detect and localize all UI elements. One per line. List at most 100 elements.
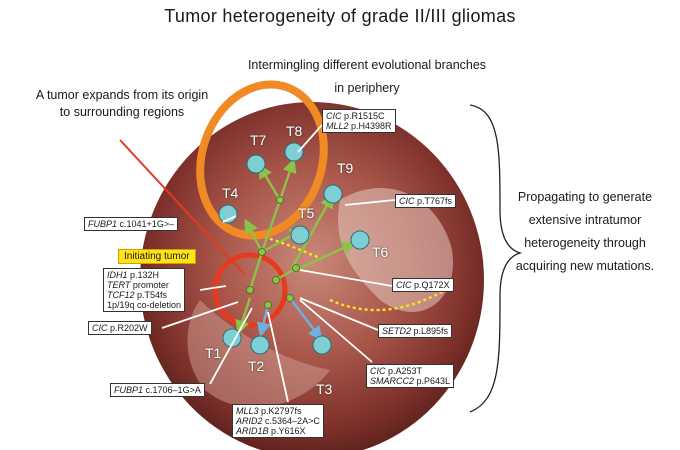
gene-setd2: SETD2 bbox=[382, 326, 412, 336]
gene-smarcc2: SMARCC2 bbox=[370, 376, 415, 386]
region-dot-t3 bbox=[312, 335, 332, 355]
origin-ring bbox=[212, 252, 288, 328]
side-note-line3: heterogeneity through bbox=[524, 236, 646, 250]
variant: c.5364–2A>C bbox=[265, 416, 320, 426]
side-note-line1: Propagating to generate bbox=[517, 190, 653, 204]
region-label-t3: T3 bbox=[316, 381, 333, 397]
leader-line bbox=[209, 307, 253, 385]
expands-note: A tumor expands from its origin to surro… bbox=[2, 87, 242, 121]
branch-line bbox=[235, 297, 252, 335]
leader-line bbox=[297, 124, 323, 153]
region-dot-t7 bbox=[246, 154, 266, 174]
variant: p.T54fs bbox=[137, 290, 168, 300]
mutation-box-cic-a253t: CIC p.A253T SMARCC2 p.P643L bbox=[366, 364, 455, 388]
branch-node bbox=[292, 264, 300, 272]
mutation-box-cic-q172x: CIC p.Q172X bbox=[392, 278, 454, 292]
branch-node bbox=[272, 276, 280, 284]
gene-cic: CIC bbox=[326, 111, 342, 121]
expands-note-line2: to surrounding regions bbox=[59, 105, 185, 119]
branch-node bbox=[264, 301, 272, 309]
gene-cic: CIC bbox=[399, 196, 415, 206]
variant: p.T767fs bbox=[417, 196, 453, 206]
mutation-box-founder: IDH1 p.132H TERT promoter TCF12 p.T54fs … bbox=[103, 268, 186, 312]
expands-note-line1: A tumor expands from its origin bbox=[35, 88, 209, 102]
branch-line bbox=[258, 163, 282, 201]
periphery-note-line2: in periphery bbox=[334, 81, 400, 95]
variant: p.A253T bbox=[388, 366, 423, 376]
region-dot-t8 bbox=[284, 142, 304, 162]
region-dot-t9 bbox=[323, 184, 343, 204]
leader-line bbox=[299, 297, 379, 331]
side-note: Propagating to generate extensive intrat… bbox=[496, 186, 674, 278]
branch-line bbox=[289, 297, 323, 341]
region-label-t4: T4 bbox=[222, 185, 239, 201]
side-note-line2: extensive intratumor bbox=[528, 213, 642, 227]
origin-pointer-line bbox=[119, 139, 246, 276]
gene-tert: TERT bbox=[107, 280, 131, 290]
mutation-box-cic-r202w: CIC p.R202W bbox=[88, 321, 152, 335]
gene-mll2: MLL2 bbox=[326, 121, 349, 131]
side-note-line4: acquiring new mutations. bbox=[515, 259, 655, 273]
gene-fubp1: FUBP1 bbox=[88, 219, 118, 229]
mutation-box-setd2: SETD2 p.L895fs bbox=[378, 324, 453, 338]
gene-cic: CIC bbox=[92, 323, 108, 333]
codeletion: 1p/19q co-deletion bbox=[107, 300, 182, 310]
mutation-box-fubp1-1706: FUBP1 c.1706–1G>A bbox=[110, 383, 205, 397]
gene-tcf12: TCF12 bbox=[107, 290, 135, 300]
branch-line bbox=[248, 251, 264, 291]
mutation-box-mll3: MLL3 p.K2797fs ARID2 c.5364–2A>C ARID1B … bbox=[232, 404, 324, 438]
branch-line bbox=[295, 241, 357, 272]
gene-cic: CIC bbox=[396, 280, 412, 290]
variant: c.1706–1G>A bbox=[145, 385, 201, 395]
periphery-note: Intermingling different evolutional bran… bbox=[222, 57, 512, 97]
leader-line bbox=[267, 311, 289, 403]
gene-fubp1: FUBP1 bbox=[114, 385, 144, 395]
region-label-t7: T7 bbox=[250, 132, 267, 148]
variant: p.132H bbox=[130, 270, 160, 280]
branch-node bbox=[246, 286, 254, 294]
leader-line bbox=[299, 269, 393, 287]
region-label-t5: T5 bbox=[298, 205, 315, 221]
mutation-box-cic-r1515c: CIC p.R1515C MLL2 p.H4398R bbox=[322, 109, 396, 133]
variant: p.K2797fs bbox=[261, 406, 302, 416]
region-label-t1: T1 bbox=[205, 345, 222, 361]
figure-title: Tumor heterogeneity of grade II/III glio… bbox=[164, 6, 516, 26]
gene-idh1: IDH1 bbox=[107, 270, 128, 280]
variant: c.1041+1G>– bbox=[119, 219, 175, 229]
initiating-tumor-label: Initiating tumor bbox=[118, 249, 196, 264]
gene-mll3: MLL3 bbox=[236, 406, 259, 416]
periphery-ring bbox=[196, 80, 328, 240]
region-label-t6: T6 bbox=[372, 244, 389, 260]
tumor-boundary bbox=[234, 228, 446, 312]
gene-cic: CIC bbox=[370, 366, 386, 376]
gene-arid2: ARID2 bbox=[236, 416, 263, 426]
periphery-note-line1: Intermingling different evolutional bran… bbox=[247, 58, 487, 72]
leader-line bbox=[222, 215, 237, 223]
branch-line bbox=[244, 218, 264, 253]
branch-line bbox=[260, 199, 282, 253]
region-dot-t6 bbox=[350, 230, 370, 250]
leader-line bbox=[344, 199, 396, 206]
region-dot-t5 bbox=[290, 225, 310, 245]
region-dot-t1 bbox=[222, 328, 242, 348]
variant: p.P643L bbox=[416, 376, 451, 386]
variant: p.Q172X bbox=[414, 280, 450, 290]
region-label-t2: T2 bbox=[248, 358, 265, 374]
region-label-t9: T9 bbox=[337, 160, 354, 176]
variant: promoter bbox=[132, 280, 169, 290]
branch-node bbox=[258, 248, 266, 256]
gene-arid1b: ARID1B bbox=[236, 426, 269, 436]
variant: p.Y616X bbox=[271, 426, 306, 436]
mutation-box-fubp1-splice: FUBP1 c.1041+1G>– bbox=[84, 217, 179, 231]
tissue-section bbox=[140, 102, 484, 450]
variant: p.R202W bbox=[110, 323, 148, 333]
mutation-box-cic-t767fs: CIC p.T767fs bbox=[395, 194, 457, 208]
region-label-t8: T8 bbox=[286, 123, 303, 139]
variant: p.H4398R bbox=[351, 121, 392, 131]
leader-line bbox=[161, 301, 239, 329]
leader-line bbox=[299, 299, 373, 363]
variant: p.L895fs bbox=[413, 326, 449, 336]
branch-node bbox=[286, 294, 294, 302]
leader-line bbox=[199, 285, 227, 291]
branch-line bbox=[290, 193, 334, 269]
